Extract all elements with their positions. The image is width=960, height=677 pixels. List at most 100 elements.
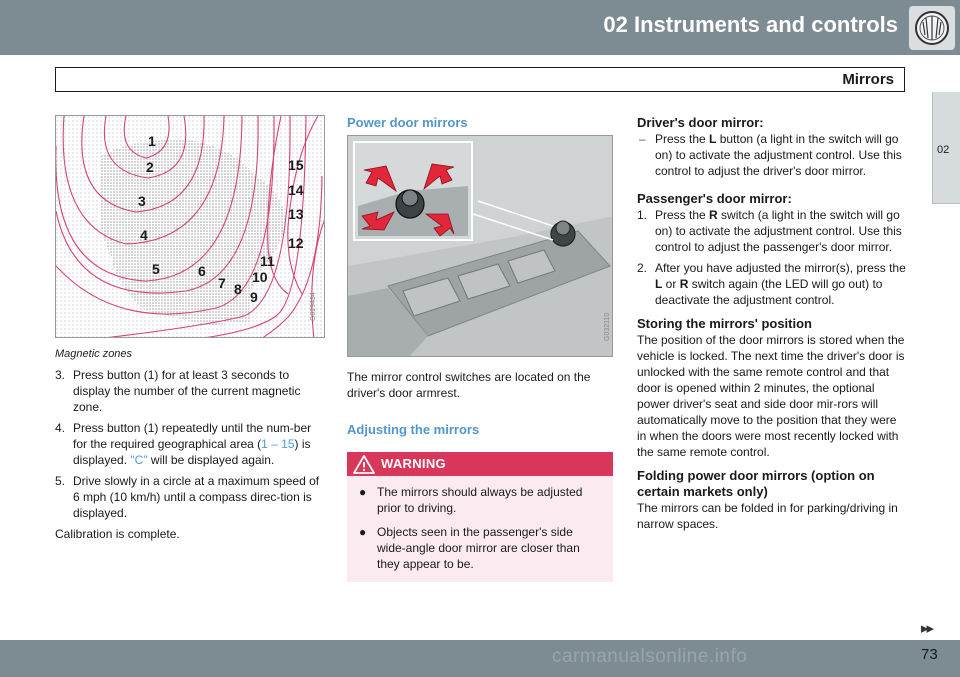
- zone-range-link[interactable]: 1 – 15: [261, 437, 295, 451]
- step-text: Press button (1) repeatedly until the nu…: [73, 421, 312, 451]
- zone-boundary-line: [81, 116, 205, 213]
- warning-text: The mirrors should always be adjusted pr…: [377, 485, 583, 515]
- zone-label: 7: [218, 275, 226, 291]
- warning-box: WARNING ● The mirrors should always be ad…: [347, 452, 613, 582]
- zone-boundary-line: [206, 116, 307, 337]
- next-page-arrow-icon[interactable]: ▸▸: [921, 620, 934, 637]
- zone-boundary-line: [267, 116, 289, 295]
- zone-label: 12: [288, 235, 304, 251]
- list-item: – Press the L button (a light in the swi…: [637, 131, 909, 179]
- power-mirrors-heading: Power door mirrors: [347, 115, 468, 130]
- zone-boundary-line: [262, 175, 323, 337]
- step-number: 5.: [55, 474, 66, 488]
- driver-mirror-heading: Driver's door mirror:: [637, 115, 764, 130]
- zone-boundary-line: [103, 116, 187, 179]
- zone-label: 13: [288, 206, 304, 222]
- list-item: 4. Press button (1) repeatedly until the…: [55, 420, 325, 468]
- warning-list: ● The mirrors should always be adjusted p…: [347, 476, 613, 582]
- footer-bar: [0, 640, 960, 677]
- zone-label: 9: [250, 289, 258, 305]
- folding-text: The mirrors can be folded in for parking…: [637, 501, 898, 531]
- map-image-code: G029434: [310, 292, 317, 321]
- compass-c-link[interactable]: "C": [130, 453, 148, 467]
- zone-label: 4: [140, 227, 148, 243]
- step-text: will be displayed again.: [147, 453, 275, 467]
- zone-label: 5: [152, 261, 160, 277]
- step-text: button (a light in the switch will go on…: [655, 132, 902, 178]
- zone-boundary-line: [62, 116, 225, 245]
- passenger-steps: 1. Press the R switch (a light in the sw…: [637, 207, 909, 308]
- column-mirror-settings: Driver's door mirror: – Press the L butt…: [637, 115, 909, 532]
- zone-boundary-line: [56, 116, 243, 282]
- zone-label: 15: [288, 157, 304, 173]
- zone-label: 2: [146, 159, 154, 175]
- step-text: Drive slowly in a circle at a maximum sp…: [73, 474, 320, 520]
- list-item: 1. Press the R switch (a light in the sw…: [637, 207, 909, 255]
- watermark: carmanualsonline.info: [552, 646, 748, 667]
- storing-heading: Storing the mirrors' position: [637, 316, 812, 331]
- step-number: 3.: [55, 368, 66, 382]
- key-label: R: [709, 208, 718, 222]
- header-bar: 02 Instruments and controls: [0, 0, 960, 55]
- step-number: 4.: [55, 421, 66, 435]
- mirror-control-arrows-icon: [361, 163, 455, 237]
- list-item: 2. After you have adjusted the mirror(s)…: [637, 260, 909, 308]
- passenger-mirror-heading: Passenger's door mirror:: [637, 191, 792, 206]
- folding-heading: Folding power door mirrors (option on ce…: [637, 468, 875, 499]
- zone-label: 10: [252, 269, 268, 285]
- mirror-control-illustration: G032110: [347, 135, 613, 357]
- adjusting-mirrors-heading: Adjusting the mirrors: [347, 422, 480, 437]
- zone-boundary-line: [108, 116, 291, 337]
- chapter-tab[interactable]: 02: [932, 92, 960, 204]
- warning-triangle-icon: [353, 455, 375, 474]
- chapter-tab-label: 02: [937, 144, 950, 156]
- list-item: 3. Press button (1) for at least 3 secon…: [55, 367, 325, 415]
- bullet-icon: ●: [359, 485, 367, 499]
- figure-caption: Magnetic zones: [55, 348, 133, 360]
- zone-label: 11: [260, 253, 275, 269]
- zone-label: 1: [148, 133, 156, 149]
- zone-boundary-line: [311, 219, 324, 337]
- step-number: 1.: [637, 208, 648, 222]
- step-text: ) is displayed.: [73, 437, 311, 467]
- warning-title: WARNING: [381, 456, 446, 471]
- list-item: 5. Drive slowly in a circle at a maximum…: [55, 473, 325, 521]
- dash-marker: –: [639, 132, 646, 146]
- mirror-description: The mirror control switches are located …: [347, 370, 591, 400]
- calibration-steps: 3. Press button (1) for at least 3 secon…: [55, 367, 325, 521]
- step-text: or: [662, 277, 680, 291]
- step-text: After you have adjusted the mirror(s), p…: [655, 261, 906, 275]
- zone-boundary-line: [287, 116, 319, 295]
- mirror-image-code: G032110: [604, 312, 611, 341]
- key-label: L: [709, 132, 717, 146]
- key-label: R: [679, 277, 689, 291]
- list-item: ● The mirrors should always be adjusted p…: [357, 484, 601, 516]
- storing-text: The position of the door mirrors is stor…: [637, 333, 905, 459]
- step-text: Press the: [655, 132, 710, 146]
- warning-text: Objects seen in the passenger's side wid…: [377, 525, 580, 571]
- section-title: Mirrors: [842, 71, 894, 88]
- zone-boundary-line: [56, 116, 275, 315]
- zone-label: 3: [138, 193, 146, 209]
- step-number: 2.: [637, 261, 648, 275]
- chapter-title: 02 Instruments and controls: [603, 12, 898, 37]
- bullet-icon: ●: [359, 525, 367, 539]
- step-text: switch again (the LED will go out) to de…: [655, 277, 883, 307]
- calibration-complete-text: Calibration is complete.: [55, 527, 180, 541]
- zone-label: 8: [234, 281, 242, 297]
- volvo-logo-icon: [909, 6, 955, 50]
- warning-header: WARNING: [347, 452, 613, 476]
- zone-boundary-line: [56, 116, 259, 294]
- zone-boundary-line: [123, 116, 170, 159]
- section-header: Mirrors: [55, 67, 905, 92]
- step-text: Press the: [655, 208, 710, 222]
- step-text: switch (a light in the switch will go on…: [655, 208, 902, 254]
- zone-label: 14: [288, 182, 304, 198]
- step-text: Press button (1) for at least 3 seconds …: [73, 368, 301, 414]
- key-label: L: [655, 277, 663, 291]
- armrest-graphic: [348, 136, 612, 356]
- list-item: ● Objects seen in the passenger's side wi…: [357, 524, 601, 572]
